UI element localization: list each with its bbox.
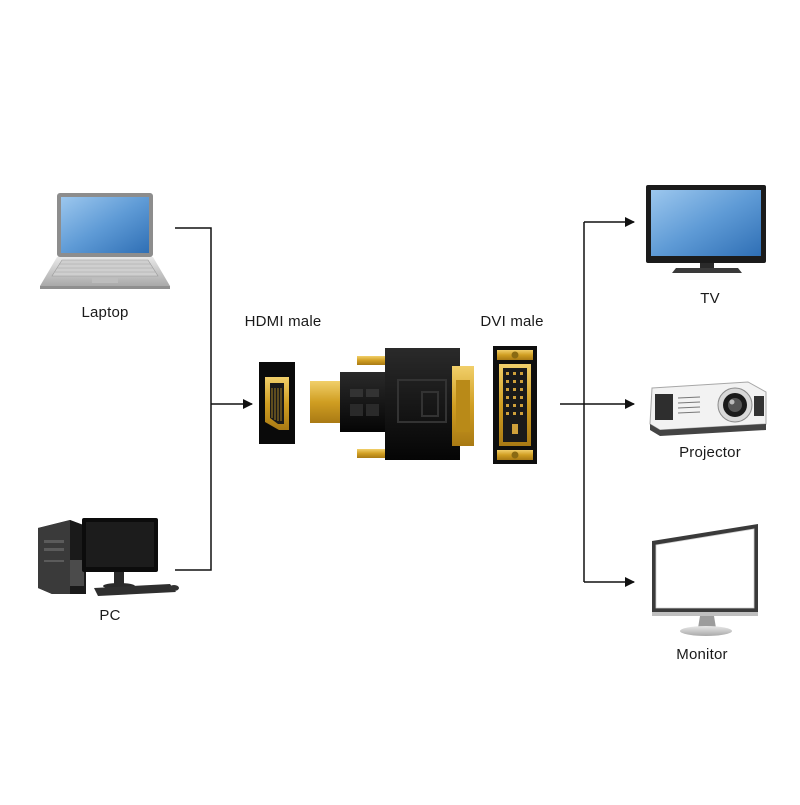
pc-line [175, 404, 212, 571]
connector-lines [175, 217, 635, 587]
tv-label: TV [700, 290, 720, 307]
projector-label: Projector [679, 444, 741, 461]
monitor-label: Monitor [676, 646, 728, 663]
pc-label: PC [99, 607, 121, 624]
pc-icon [38, 518, 179, 596]
hdmi-male-label: HDMI male [244, 313, 322, 330]
monitor-icon [652, 524, 758, 636]
hdmi-port-icon [259, 362, 295, 444]
tv-icon [646, 185, 766, 273]
laptop-line [175, 227, 212, 404]
projector-icon [649, 381, 767, 436]
dvi-port-icon [493, 346, 537, 464]
hdmi-dvi-adapter-icon [310, 348, 474, 460]
laptop-label: Laptop [81, 304, 129, 321]
laptop-icon [40, 193, 170, 289]
dvi-male-label: DVI male [480, 313, 544, 330]
